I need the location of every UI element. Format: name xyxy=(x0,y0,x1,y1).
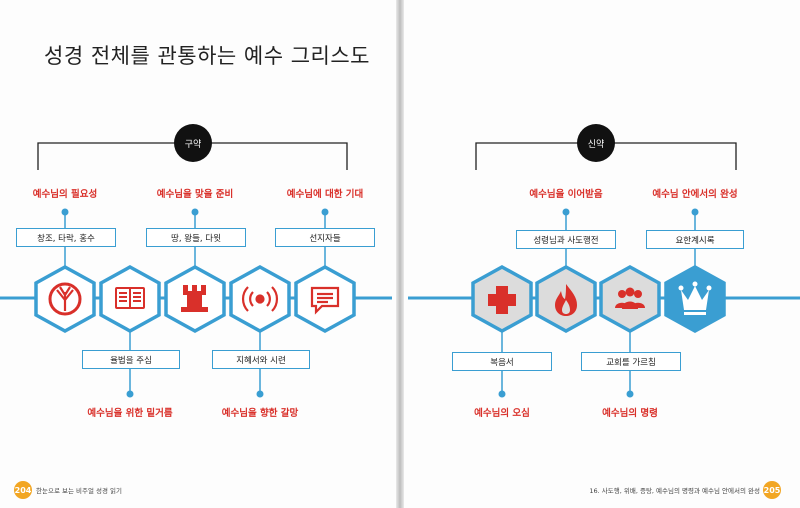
red-cross-icon xyxy=(488,286,516,314)
topic-box: 선지자들 xyxy=(275,228,375,247)
book-gutter xyxy=(396,0,404,508)
topic-box: 요한계시록 xyxy=(646,230,744,249)
bottom-label: 예수님의 명령 xyxy=(602,408,658,419)
topic-box: 복음서 xyxy=(452,352,552,371)
broadcast-icon xyxy=(241,286,279,312)
topic-box: 지혜서와 시련 xyxy=(212,350,310,369)
topic-box: 창조, 타락, 홍수 xyxy=(16,228,116,247)
top-label: 예수님을 맞을 준비 xyxy=(156,189,234,200)
topic-box: 땅, 왕들, 다윗 xyxy=(146,228,246,247)
book-icon xyxy=(115,287,145,309)
bottom-label: 예수님을 향한 갈망 xyxy=(221,408,299,419)
right-page xyxy=(402,0,800,508)
topic-box: 교회를 가르침 xyxy=(581,352,681,371)
top-label: 예수님 안에서의 완성 xyxy=(652,189,738,200)
top-label: 예수님을 이어받음 xyxy=(529,189,603,200)
page-number-left: 204 xyxy=(14,481,32,499)
topic-box: 성령님과 사도행전 xyxy=(516,230,616,249)
left-page xyxy=(0,0,398,508)
old-testament-node: 구약 xyxy=(174,124,212,162)
page-number-right: 205 xyxy=(763,481,781,499)
speech-bubble-icon xyxy=(310,286,340,315)
new-testament-node: 신약 xyxy=(577,124,615,162)
topic-box: 율법을 주심 xyxy=(82,350,180,369)
footer-right: 16. 사도행, 위배, 증탕, 예수님의 명령과 예수님 안에서의 완성 xyxy=(589,487,760,495)
bottom-label: 예수님의 오심 xyxy=(474,408,530,419)
castle-tower-icon xyxy=(181,285,208,312)
page-title: 성경 전체를 관통하는 예수 그리스도 xyxy=(44,44,370,68)
footer-left: 한눈으로 보는 비주얼 성경 읽기 xyxy=(36,487,123,495)
crown-icon xyxy=(678,281,712,315)
tree-icon xyxy=(48,282,82,316)
flame-icon xyxy=(555,284,577,316)
bottom-label: 예수님을 위한 밑거름 xyxy=(87,408,173,419)
people-icon xyxy=(615,287,645,309)
top-label: 예수님에 대한 기대 xyxy=(286,189,364,200)
top-label: 예수님의 필요성 xyxy=(32,189,98,200)
